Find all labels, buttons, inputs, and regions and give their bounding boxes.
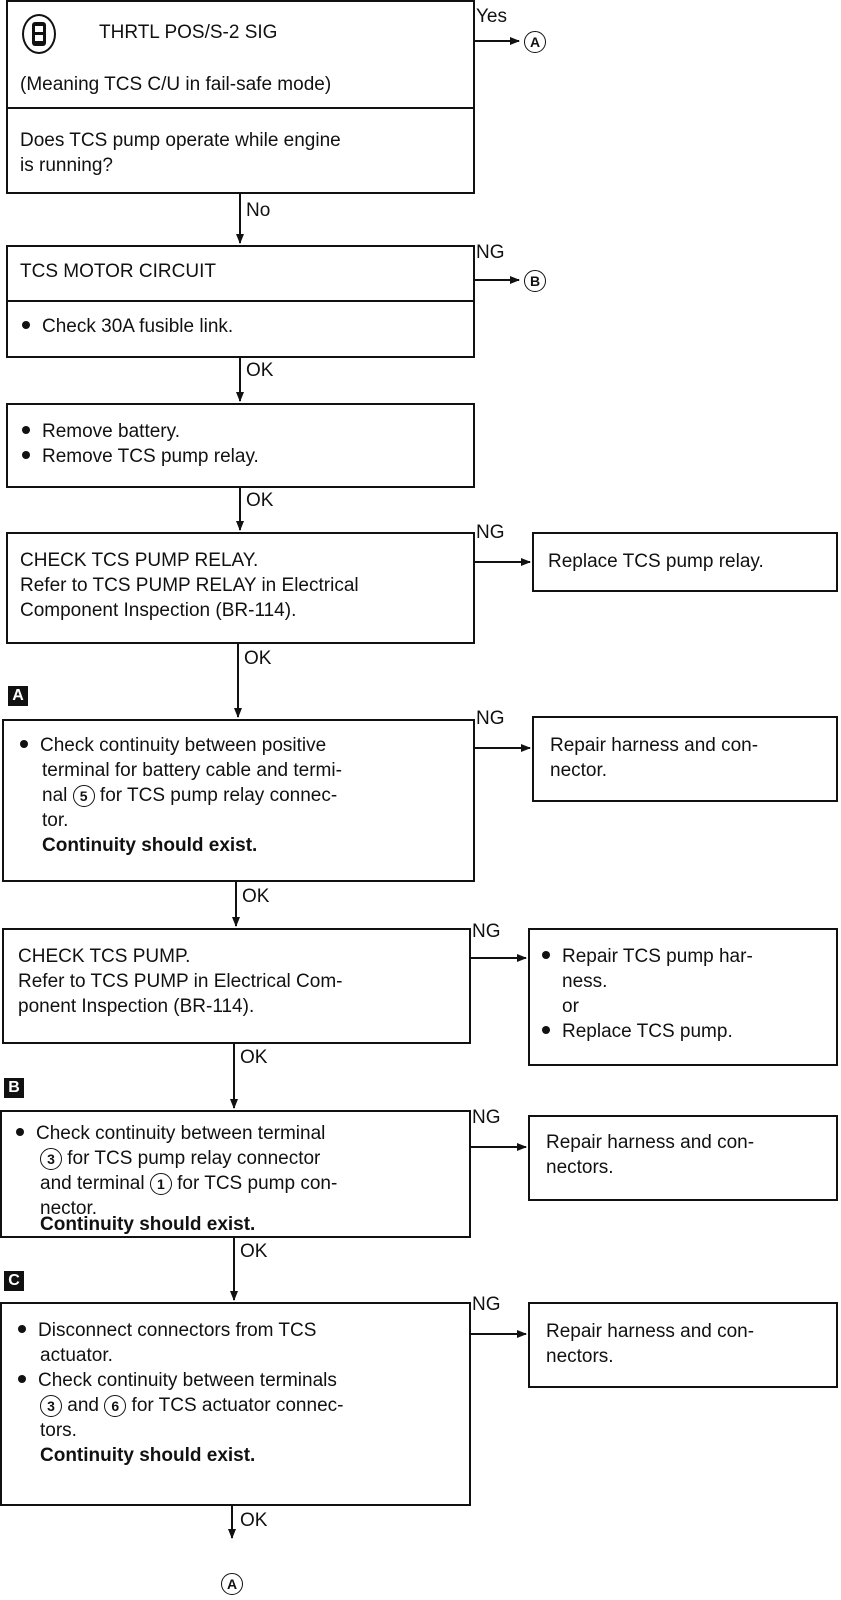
- pump-fix-item-1-line-1: Repair TCS pump har-: [542, 944, 753, 969]
- label-ng-pump: NG: [472, 921, 501, 942]
- repair-harness-b-box: Repair harness and con- nectors.: [528, 1115, 838, 1201]
- repair-b-line-2: nectors.: [546, 1157, 614, 1178]
- cont-b-line-3: and terminal 1 for TCS pump con-: [40, 1173, 338, 1195]
- label-ok-7: OK: [240, 1510, 268, 1531]
- cont-a-line-4: tor.: [42, 810, 69, 831]
- repair-harness-c-box: Repair harness and con- nectors.: [528, 1302, 838, 1388]
- start-question-line-2: is running?: [20, 155, 113, 176]
- cont-b-line-2: 3 for TCS pump relay connector: [40, 1146, 320, 1171]
- start-box: THRTL POS/S-2 SIG (Meaning TCS C/U in fa…: [6, 0, 475, 194]
- repair-c-line-2: nectors.: [546, 1346, 614, 1367]
- label-ok-6: OK: [240, 1241, 268, 1262]
- repair-b-line-1: Repair harness and con-: [546, 1132, 755, 1153]
- pump-line-1: CHECK TCS PUMP.: [18, 946, 191, 967]
- start-subtitle: (Meaning TCS C/U in fail-safe mode): [20, 74, 332, 95]
- pump-fix-box: Repair TCS pump har- ness. or Replace TC…: [528, 928, 838, 1066]
- remove-battery-box: Remove battery. Remove TCS pump relay.: [6, 403, 475, 488]
- check-relay-box: CHECK TCS PUMP RELAY. Refer to TCS PUMP …: [6, 532, 475, 644]
- motor-title: TCS MOTOR CIRCUIT: [20, 261, 216, 282]
- start-title: THRTL POS/S-2 SIG: [99, 22, 278, 43]
- label-yes: Yes: [476, 6, 507, 27]
- step-letter-c: C: [4, 1271, 24, 1291]
- replace-relay-text: Replace TCS pump relay.: [548, 551, 764, 572]
- cont-b-note: Continuity should exist.: [40, 1214, 256, 1235]
- label-ng-c: NG: [472, 1294, 501, 1315]
- cont-c-step-2-line-1: Check continuity between terminals: [18, 1368, 337, 1393]
- cont-c-step-1-line-2: actuator.: [40, 1345, 113, 1366]
- connector-a-top: A: [524, 31, 546, 53]
- pump-fix-or: or: [562, 996, 579, 1017]
- label-ng-motor: NG: [476, 242, 505, 263]
- terminal-3-badge: 3: [40, 1148, 62, 1170]
- terminal-5-badge: 5: [72, 785, 95, 807]
- repair-a-line-2: nector.: [550, 760, 608, 781]
- gauge-icon: [22, 14, 56, 54]
- label-ok-1: OK: [246, 360, 274, 381]
- cont-b-line-1: Check continuity between terminal: [16, 1121, 325, 1146]
- step-letter-b: B: [4, 1078, 24, 1098]
- pump-line-3: ponent Inspection (BR-114).: [18, 996, 255, 1017]
- label-ok-5: OK: [240, 1047, 268, 1068]
- label-ng-relay: NG: [476, 522, 505, 543]
- check-pump-box: CHECK TCS PUMP. Refer to TCS PUMP in Ele…: [2, 928, 471, 1044]
- battery-step-2: Remove TCS pump relay.: [22, 444, 259, 469]
- continuity-b-box: Check continuity between terminal 3 for …: [0, 1110, 471, 1238]
- motor-circuit-box: TCS MOTOR CIRCUIT Check 30A fusible link…: [6, 245, 475, 358]
- label-ng-a: NG: [476, 708, 505, 729]
- relay-line-2: Refer to TCS PUMP RELAY in Electrical: [20, 575, 359, 596]
- cont-c-step-2-line-2: 3 and 6 for TCS actuator connec-: [40, 1393, 343, 1418]
- cont-a-line-1: Check continuity between positive: [20, 733, 326, 758]
- label-ok-2: OK: [246, 490, 274, 511]
- label-ng-b: NG: [472, 1107, 501, 1128]
- relay-line-1: CHECK TCS PUMP RELAY.: [20, 550, 259, 571]
- pump-fix-item-2: Replace TCS pump.: [542, 1019, 733, 1044]
- cont-a-line-2: terminal for battery cable and termi-: [42, 760, 342, 781]
- cont-b-line-4: nector.: [40, 1198, 98, 1219]
- cont-a-note: Continuity should exist.: [42, 835, 258, 856]
- label-no: No: [246, 200, 271, 221]
- repair-c-line-1: Repair harness and con-: [546, 1321, 755, 1342]
- cont-c-note: Continuity should exist.: [40, 1445, 256, 1466]
- pump-fix-item-1-line-2: ness.: [562, 971, 608, 992]
- cont-c-step-1-line-1: Disconnect connectors from TCS: [18, 1318, 316, 1343]
- connector-b-top: B: [524, 270, 546, 292]
- terminal-1-badge: 1: [149, 1173, 172, 1195]
- label-ok-3: OK: [244, 648, 272, 669]
- terminal-3-badge-c: 3: [40, 1395, 62, 1417]
- continuity-a-box: Check continuity between positive termin…: [2, 719, 475, 882]
- connector-a-bottom: A: [221, 1573, 243, 1595]
- pump-line-2: Refer to TCS PUMP in Electrical Com-: [18, 971, 343, 992]
- repair-harness-a-box: Repair harness and con- nector.: [532, 716, 838, 802]
- battery-step-1: Remove battery.: [22, 419, 180, 444]
- repair-a-line-1: Repair harness and con-: [550, 735, 759, 756]
- start-question-line-1: Does TCS pump operate while engine: [20, 130, 341, 151]
- label-ok-4: OK: [242, 886, 270, 907]
- cont-a-line-3: nal 5 for TCS pump relay connec-: [42, 785, 338, 807]
- terminal-6-badge: 6: [104, 1395, 127, 1417]
- replace-relay-box: Replace TCS pump relay.: [532, 532, 838, 592]
- continuity-c-box: Disconnect connectors from TCS actuator.…: [0, 1302, 471, 1506]
- step-letter-a: A: [8, 686, 28, 706]
- cont-c-step-2-line-3: tors.: [40, 1420, 77, 1441]
- relay-line-3: Component Inspection (BR-114).: [20, 600, 297, 621]
- motor-step: Check 30A fusible link.: [22, 314, 233, 339]
